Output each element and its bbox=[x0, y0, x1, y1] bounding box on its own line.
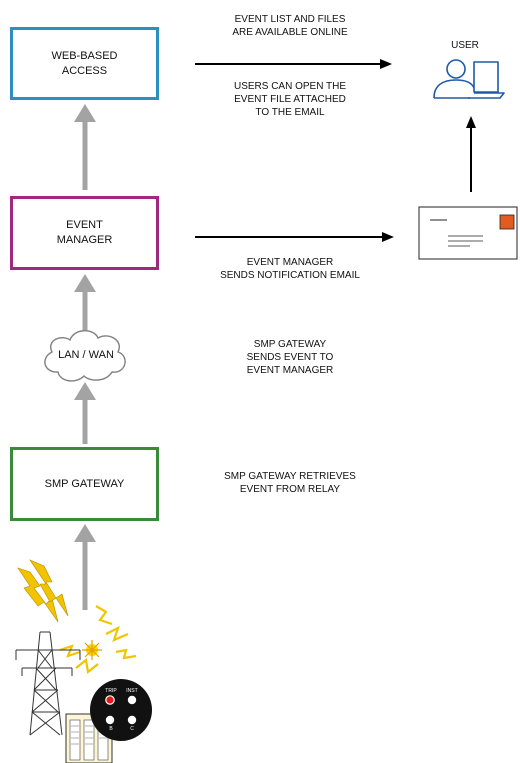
arrow-cloud-to-manager bbox=[74, 274, 96, 330]
stamp-icon bbox=[499, 214, 515, 230]
smp-gateway-box: SMP GATEWAY bbox=[10, 447, 159, 521]
event-manager-label: EVENT MANAGER bbox=[56, 219, 113, 246]
web-based-access-box: WEB-BASED ACCESS bbox=[10, 27, 159, 100]
note-retrieve: SMP GATEWAY RETRIEVES EVENT FROM RELAY bbox=[224, 471, 356, 495]
arrow-relay-to-gateway bbox=[74, 524, 96, 610]
event-manager-box: EVENT MANAGER bbox=[10, 196, 159, 270]
note-notify: EVENT MANAGER SENDS NOTIFICATION EMAIL bbox=[220, 257, 360, 281]
user-icon bbox=[433, 59, 505, 99]
transmission-tower-icon bbox=[15, 631, 81, 736]
smp-gateway-label: SMP GATEWAY bbox=[44, 477, 125, 490]
web-based-access-label: WEB-BASED ACCESS bbox=[51, 49, 118, 77]
spark-icon bbox=[59, 605, 137, 675]
lan-wan-label: LAN / WAN bbox=[58, 349, 114, 361]
arrow-manager-to-web bbox=[74, 104, 96, 190]
relay-b-label: B bbox=[109, 726, 113, 732]
note-open-email: USERS CAN OPEN THE EVENT FILE ATTACHED T… bbox=[233, 81, 347, 118]
arrow-manager-to-email bbox=[195, 232, 394, 242]
arrow-email-to-user bbox=[466, 116, 476, 192]
relay-icon bbox=[90, 679, 152, 741]
note-online: EVENT LIST AND FILES ARE AVAILABLE ONLIN… bbox=[232, 14, 348, 38]
lightning-icon bbox=[17, 559, 69, 623]
cloud-icon bbox=[44, 330, 126, 382]
fault-spark-icon bbox=[82, 640, 102, 660]
email-envelope-icon bbox=[418, 206, 518, 260]
relay-inst-label: INST bbox=[126, 688, 138, 694]
note-send-event: SMP GATEWAY SENDS EVENT TO EVENT MANAGER bbox=[246, 339, 334, 376]
user-label: USER bbox=[451, 40, 479, 51]
relay-trip-label: TRIP bbox=[105, 688, 117, 694]
arrow-gateway-to-cloud bbox=[74, 382, 96, 444]
relay-c-label: C bbox=[130, 726, 134, 732]
arrow-web-to-user bbox=[195, 59, 392, 69]
